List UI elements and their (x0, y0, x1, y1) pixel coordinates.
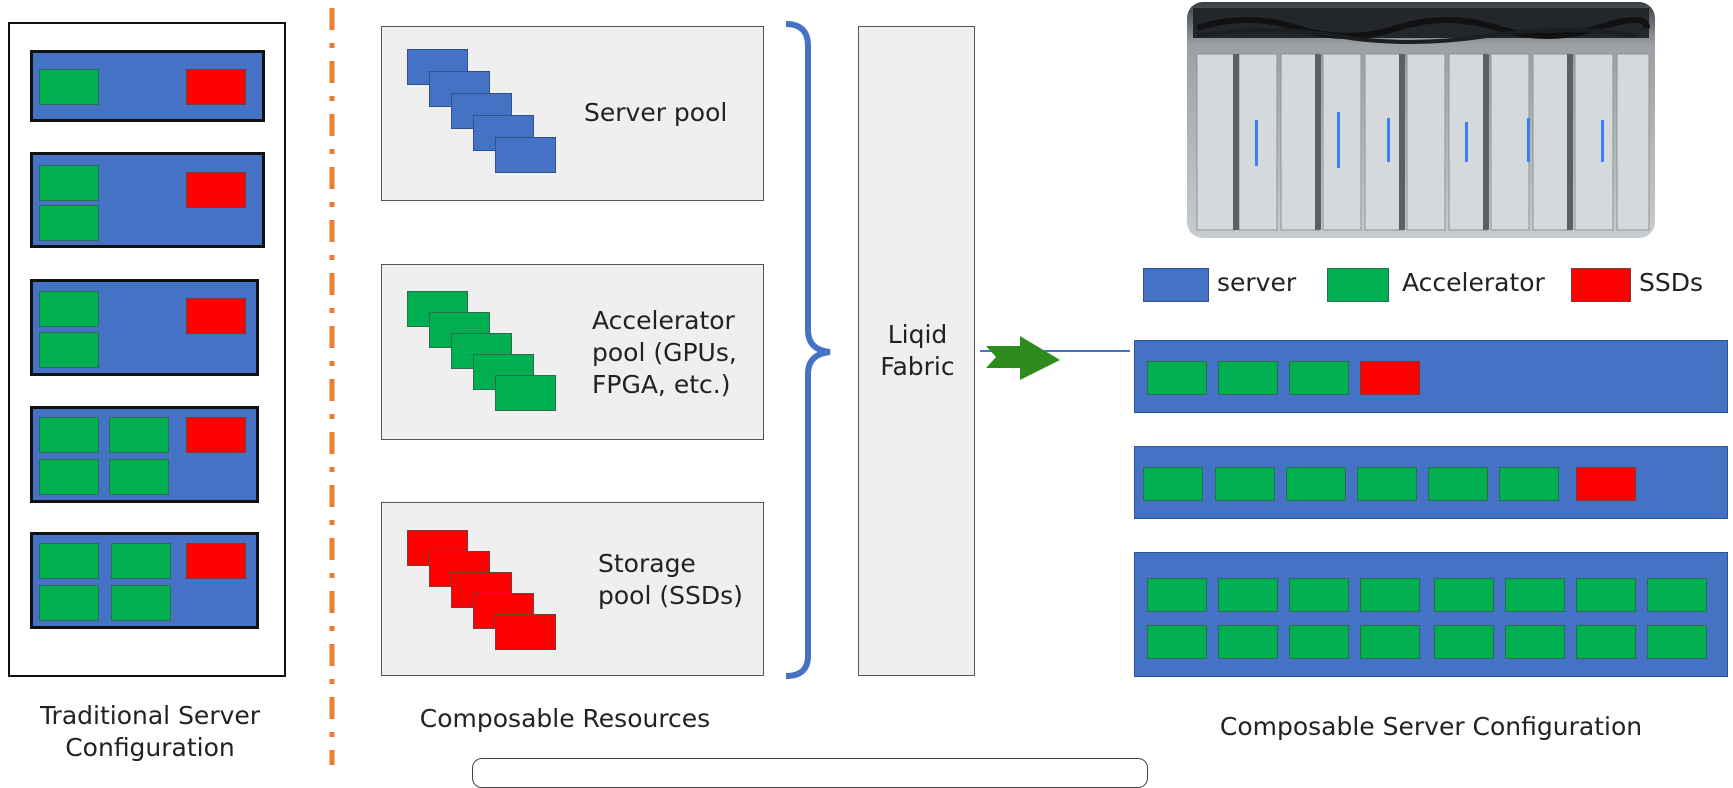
accelerator-chip (39, 543, 99, 579)
accelerator-card (495, 375, 556, 411)
accelerator-chip (1434, 625, 1494, 659)
accelerator-chip (1576, 578, 1636, 612)
liqid-fabric: Liqid Fabric (858, 26, 975, 676)
pool-bracket (785, 21, 831, 679)
composed-server-2 (1134, 446, 1728, 519)
legend-server-swatch (1143, 268, 1209, 302)
traditional-server-4 (30, 406, 259, 503)
traditional-server-3 (30, 279, 259, 376)
ssd-chip (1360, 361, 1420, 395)
fabric-label-line2: Fabric (880, 352, 955, 381)
accelerator-chip (1147, 578, 1207, 612)
composed-server-1 (1134, 340, 1728, 413)
accelerator-chip (1218, 625, 1278, 659)
server-rack-photo (1187, 2, 1655, 238)
accelerator-chip (1505, 578, 1565, 612)
storage-pool-label-line: Storage (598, 549, 696, 578)
storage-pool: Storage pool (SSDs) (381, 502, 764, 676)
accelerator-pool-label: Accelerator pool (GPUs, FPGA, etc.) (592, 305, 737, 401)
accelerator-chip (39, 291, 99, 327)
accelerator-chip (39, 459, 99, 495)
bottom-panel-edge (472, 758, 1148, 788)
composable-config-caption: Composable Server Configuration (1219, 712, 1643, 741)
traditional-server-1 (30, 50, 265, 122)
accelerator-chip (1434, 578, 1494, 612)
accelerator-chip (109, 459, 169, 495)
traditional-server-2 (30, 152, 265, 248)
accelerator-chip (1360, 625, 1420, 659)
accelerator-chip (1147, 361, 1207, 395)
legend: server Accelerator SSDs (1143, 264, 1703, 304)
traditional-caption-line1: Traditional Server (39, 701, 261, 730)
ssd-chip (186, 417, 246, 453)
accelerator-chip (1289, 578, 1349, 612)
accelerator-chip (1289, 625, 1349, 659)
composable-resources-caption: Composable Resources (419, 704, 711, 733)
accelerator-chip (1647, 578, 1707, 612)
legend-ssd-label: SSDs (1639, 268, 1704, 297)
section-divider (329, 8, 335, 765)
server-card (495, 137, 556, 173)
accelerator-chip (39, 332, 99, 368)
accelerator-chip (39, 205, 99, 241)
accelerator-chip (1428, 467, 1488, 501)
storage-pool-label: Storage pool (SSDs) (598, 548, 743, 612)
accelerator-chip (39, 417, 99, 453)
accelerator-chip (1357, 467, 1417, 501)
accelerator-chip (1360, 578, 1420, 612)
accelerator-chip (1147, 625, 1207, 659)
compose-arrow (980, 336, 1130, 380)
legend-accelerator-swatch (1327, 268, 1389, 302)
legend-accelerator-label: Accelerator (1402, 268, 1545, 297)
accelerator-chip (1215, 467, 1275, 501)
accelerator-chip (1576, 625, 1636, 659)
ssd-chip (186, 172, 246, 208)
accelerator-chip (1143, 467, 1203, 501)
accelerator-chip (1505, 625, 1565, 659)
accelerator-pool: Accelerator pool (GPUs, FPGA, etc.) (381, 264, 764, 440)
accelerator-chip (39, 165, 99, 201)
storage-pool-label-line: pool (SSDs) (598, 581, 743, 610)
accelerator-chip (111, 585, 171, 621)
composed-server-3 (1134, 552, 1728, 677)
traditional-servers-frame (8, 22, 286, 677)
ssd-chip (1576, 467, 1636, 501)
accelerator-chip (1289, 361, 1349, 395)
legend-server-label: server (1217, 268, 1297, 297)
accelerator-chip (1218, 578, 1278, 612)
fabric-label-line1: Liqid (887, 320, 948, 349)
accelerator-chip (39, 69, 99, 105)
legend-ssd-swatch (1571, 268, 1631, 302)
accelerator-chip (111, 543, 171, 579)
accelerator-chip (1647, 625, 1707, 659)
ssd-chip (186, 69, 246, 105)
accelerator-chip (1499, 467, 1559, 501)
server-pool: Server pool (381, 26, 764, 201)
accelerator-chip (1218, 361, 1278, 395)
traditional-server-5 (30, 532, 259, 629)
server-pool-label: Server pool (584, 98, 728, 127)
ssd-chip (186, 543, 246, 579)
accelerator-pool-label-line: pool (GPUs, (592, 338, 737, 367)
ssd-card (495, 614, 556, 650)
accelerator-chip (39, 585, 99, 621)
liqid-fabric-label: Liqid Fabric (859, 319, 976, 383)
accelerator-chip (1286, 467, 1346, 501)
accelerator-pool-label-line: Accelerator (592, 306, 735, 335)
traditional-caption: Traditional Server Configuration (0, 700, 300, 764)
accelerator-chip (109, 417, 169, 453)
accelerator-pool-label-line: FPGA, etc.) (592, 370, 731, 399)
ssd-chip (186, 298, 246, 334)
traditional-caption-line2: Configuration (65, 733, 235, 762)
